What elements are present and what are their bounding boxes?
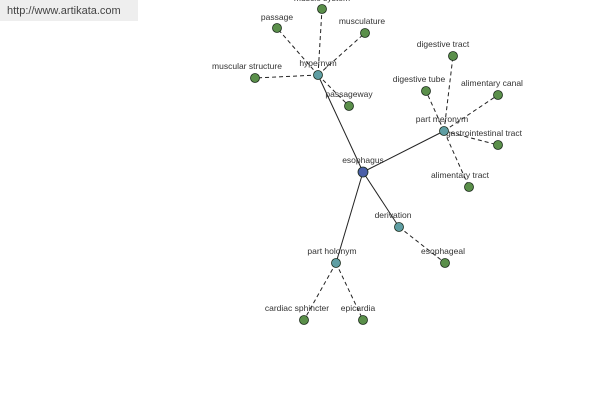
leaf-node-label: digestive tract bbox=[417, 39, 470, 49]
leaf-node-label: musculature bbox=[339, 16, 386, 26]
leaf-node-musculature[interactable]: musculature bbox=[339, 16, 386, 38]
leaf-node-circle[interactable] bbox=[358, 315, 368, 325]
leaf-node-label: gastrointestinal tract bbox=[446, 128, 523, 138]
leaf-node-digestive-tract[interactable]: digestive tract bbox=[417, 39, 470, 61]
edge-center-part-meronym bbox=[362, 130, 445, 173]
leaf-node-muscle-system[interactable]: muscle system bbox=[294, 0, 350, 14]
leaf-node-esophageal[interactable]: esophageal bbox=[421, 246, 465, 268]
leaf-node-circle[interactable] bbox=[440, 258, 450, 268]
leaf-node-alimentary-tract[interactable]: alimentary tract bbox=[431, 170, 490, 192]
url-bar: http://www.artikata.com bbox=[0, 0, 138, 21]
leaf-node-label: alimentary canal bbox=[461, 78, 523, 88]
leaf-node-label: muscle system bbox=[294, 0, 350, 3]
leaf-node-label: cardiac sphincter bbox=[265, 303, 329, 313]
relation-node-label: part holonym bbox=[307, 246, 356, 256]
leaf-node-circle[interactable] bbox=[421, 86, 431, 96]
leaf-node-cardiac-sphincter[interactable]: cardiac sphincter bbox=[265, 303, 329, 325]
center-node-circle[interactable] bbox=[357, 166, 369, 178]
relation-node-derivation[interactable]: derivation bbox=[375, 210, 412, 232]
edge-part-holonym-epicardia bbox=[335, 262, 364, 321]
relation-node-circle[interactable] bbox=[439, 126, 449, 136]
leaf-node-label: alimentary tract bbox=[431, 170, 490, 180]
leaf-node-label: passage bbox=[261, 12, 293, 22]
leaf-node-circle[interactable] bbox=[360, 28, 370, 38]
leaf-node-muscular-structure[interactable]: muscular structure bbox=[212, 61, 282, 83]
leaf-node-label: passageway bbox=[325, 89, 373, 99]
relation-node-part-holonym[interactable]: part holonym bbox=[307, 246, 357, 268]
edge-part-holonym-cardiac-sphincter bbox=[303, 262, 337, 321]
leaf-node-circle[interactable] bbox=[493, 90, 503, 100]
site-url[interactable]: http://www.artikata.com bbox=[7, 5, 121, 17]
leaf-node-passageway[interactable]: passageway bbox=[325, 89, 373, 111]
edge-center-hypernym bbox=[317, 74, 364, 173]
center-node-esophagus[interactable]: esophagus bbox=[342, 155, 384, 178]
leaf-node-circle[interactable] bbox=[464, 182, 474, 192]
edge-part-meronym-digestive-tube bbox=[425, 90, 445, 132]
relation-node-label: derivation bbox=[375, 210, 412, 220]
relation-node-circle[interactable] bbox=[313, 70, 323, 80]
center-node-label: esophagus bbox=[342, 155, 384, 165]
leaf-node-label: epicardia bbox=[341, 303, 376, 313]
edge-derivation-esophageal bbox=[398, 226, 446, 264]
edge-center-derivation bbox=[362, 171, 400, 228]
relation-node-hypernym[interactable]: hypernym bbox=[299, 58, 337, 80]
relation-node-label: hypernym bbox=[299, 58, 336, 68]
relation-node-circle[interactable] bbox=[394, 222, 404, 232]
leaf-node-circle[interactable] bbox=[448, 51, 458, 61]
leaf-node-circle[interactable] bbox=[250, 73, 260, 83]
edges-layer bbox=[254, 8, 499, 321]
edge-center-part-holonym bbox=[335, 171, 364, 264]
edge-hypernym-musculature bbox=[317, 32, 366, 76]
leaf-node-circle[interactable] bbox=[493, 140, 503, 150]
edge-hypernym-passage bbox=[276, 27, 319, 76]
edge-part-meronym-alimentary-tract bbox=[443, 130, 470, 188]
edge-hypernym-muscular-structure bbox=[254, 74, 319, 79]
leaf-node-label: digestive tube bbox=[393, 74, 446, 84]
leaf-node-label: muscular structure bbox=[212, 61, 282, 71]
edge-part-meronym-gastrointestinal-tract bbox=[443, 130, 499, 146]
leaf-node-passage[interactable]: passage bbox=[261, 12, 293, 33]
edge-part-meronym-alimentary-canal bbox=[443, 94, 499, 132]
leaf-node-digestive-tube[interactable]: digestive tube bbox=[393, 74, 446, 96]
leaf-node-alimentary-canal[interactable]: alimentary canal bbox=[461, 78, 523, 100]
leaf-node-circle[interactable] bbox=[344, 101, 354, 111]
nodes-layer: muscle system passage musculature muscular … bbox=[212, 0, 523, 325]
leaf-node-circle[interactable] bbox=[272, 23, 282, 33]
leaf-node-label: esophageal bbox=[421, 246, 465, 256]
edge-part-meronym-digestive-tract bbox=[443, 55, 454, 132]
leaf-node-epicardia[interactable]: epicardia bbox=[341, 303, 376, 325]
leaf-node-gastrointestinal-tract[interactable]: gastrointestinal tract bbox=[446, 128, 523, 150]
relation-node-circle[interactable] bbox=[331, 258, 341, 268]
leaf-node-circle[interactable] bbox=[317, 4, 327, 14]
leaf-node-circle[interactable] bbox=[299, 315, 309, 325]
relation-node-part-meronym[interactable]: part meronym bbox=[416, 114, 468, 136]
relation-node-label: part meronym bbox=[416, 114, 468, 124]
edge-hypernym-passageway bbox=[317, 74, 350, 107]
